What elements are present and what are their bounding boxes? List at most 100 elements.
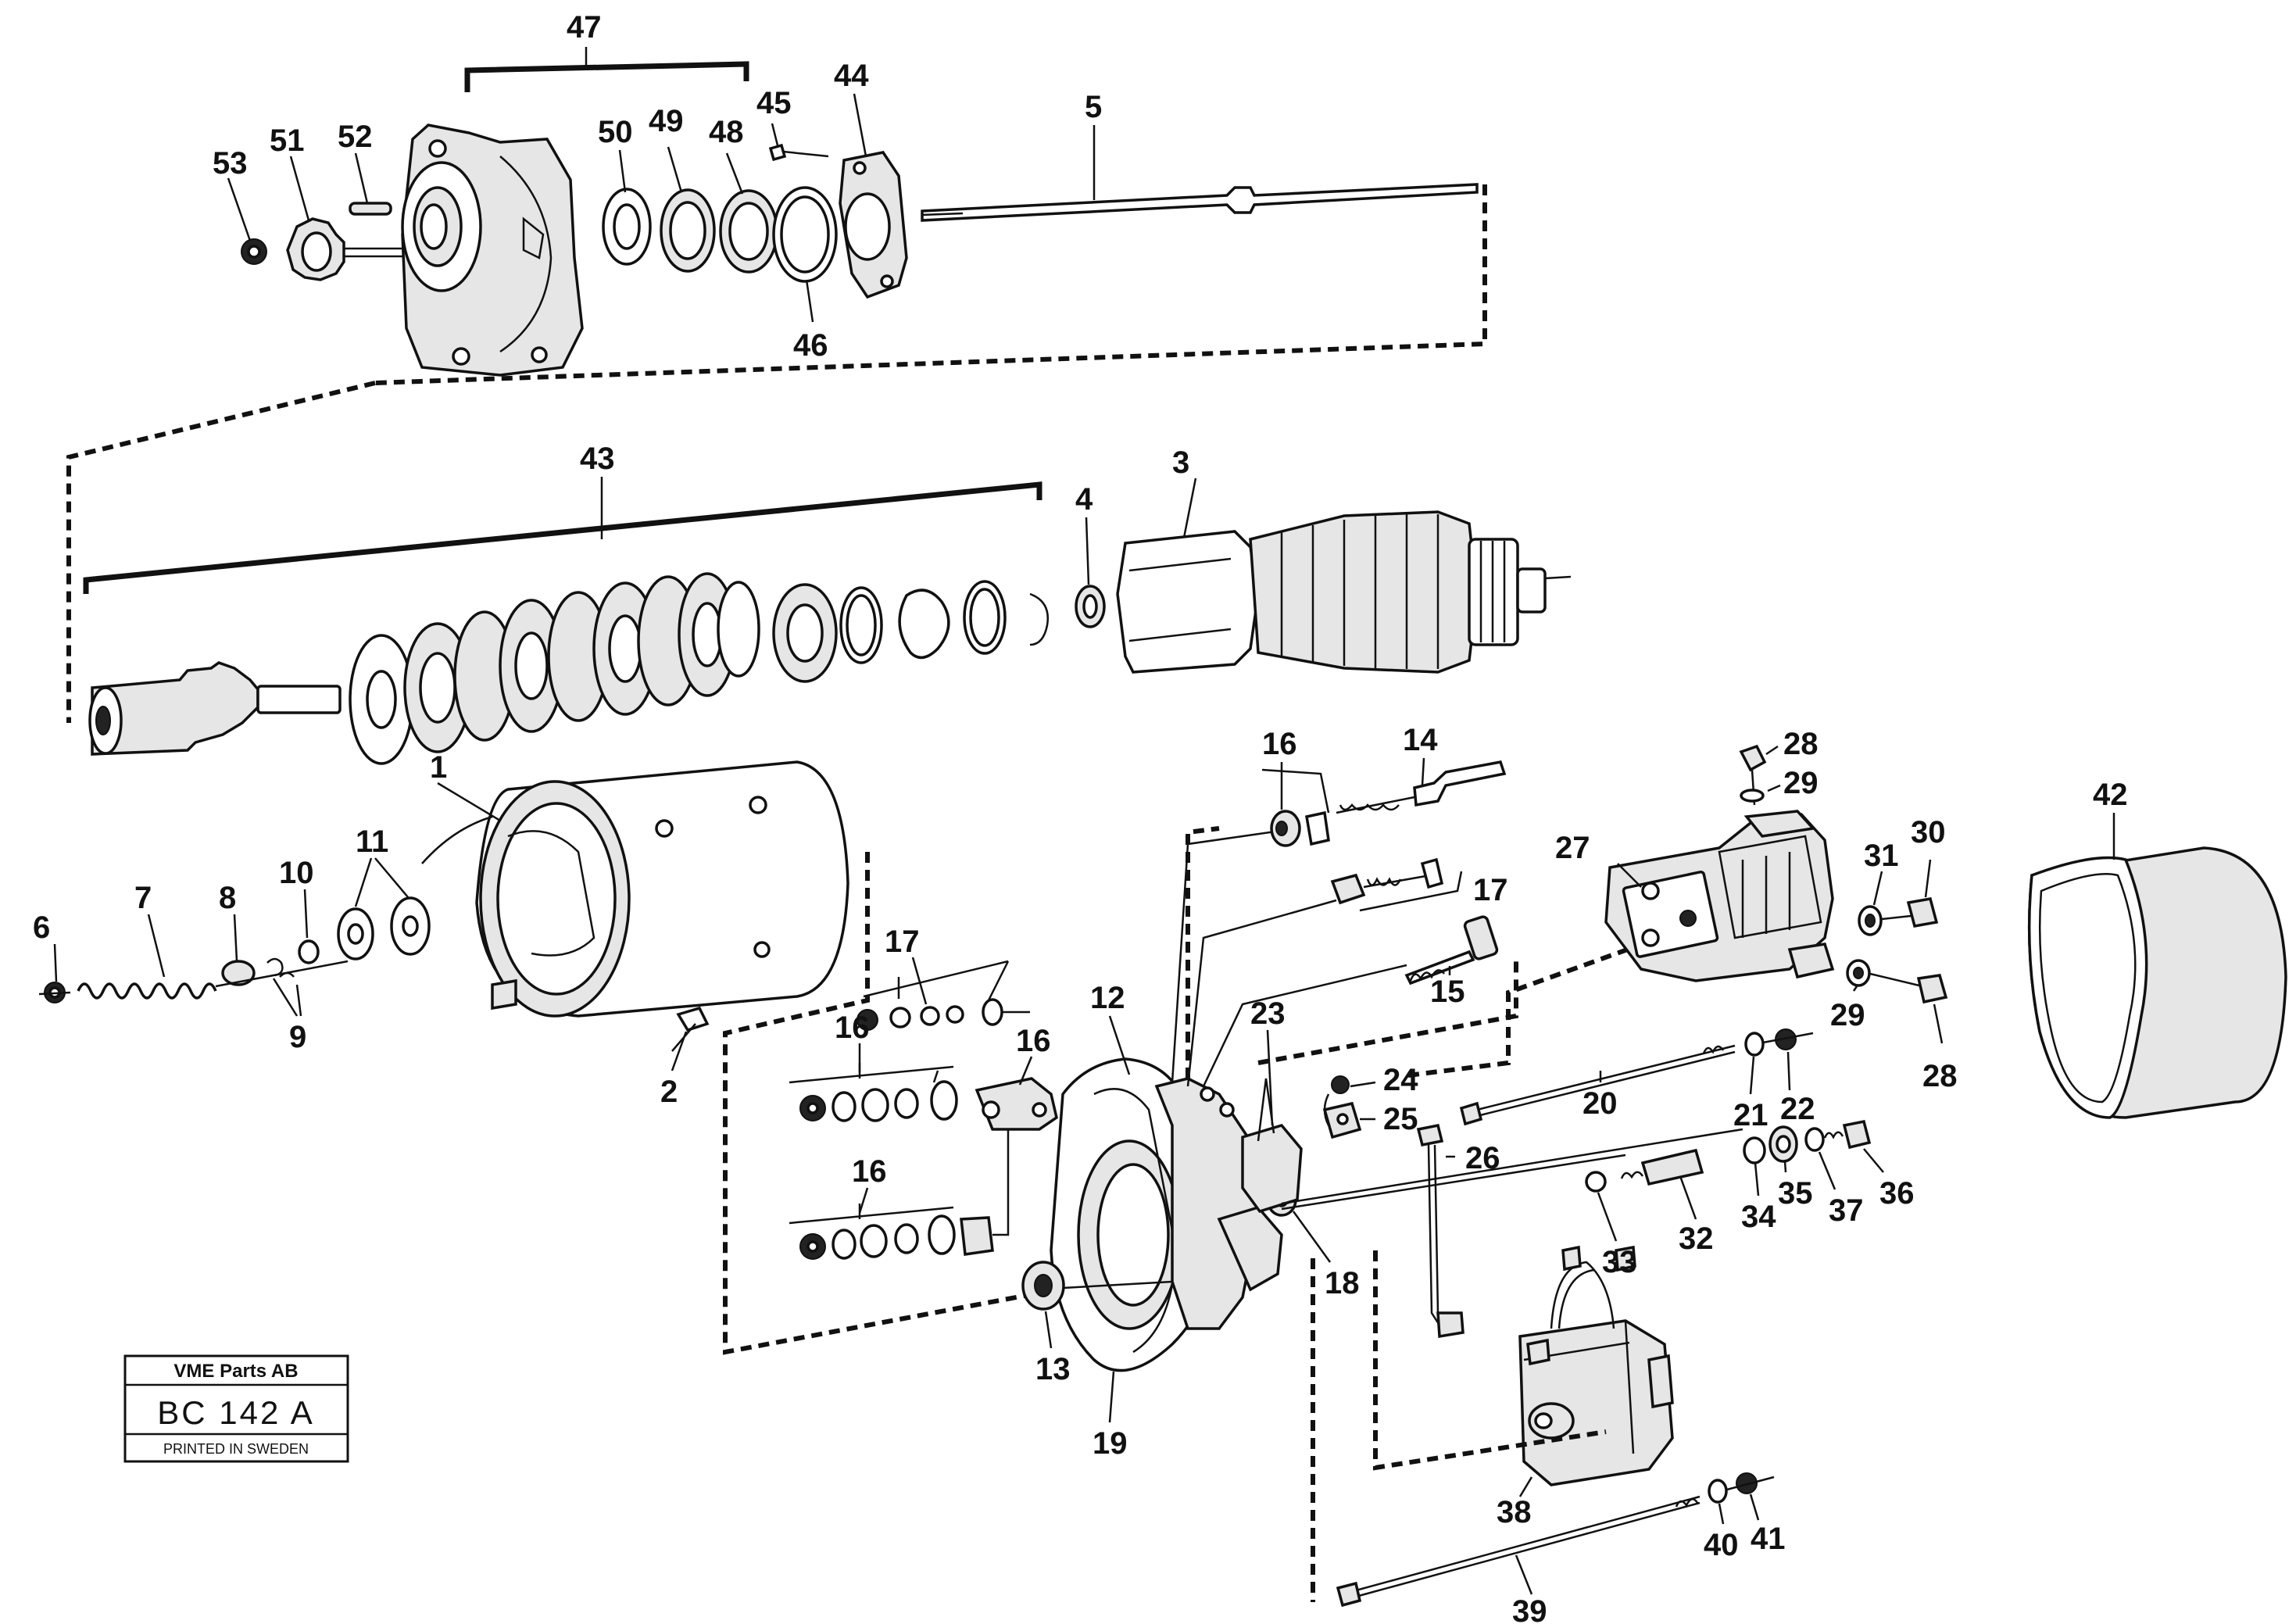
- screw-45: [768, 143, 787, 162]
- callout-27: 27: [1555, 831, 1590, 865]
- callout-25: 25: [1383, 1102, 1418, 1136]
- callout-28-top: 28: [1783, 727, 1819, 761]
- callout-18: 18: [1325, 1266, 1360, 1300]
- rod-39: [1355, 1495, 1701, 1592]
- parts-stamp: VME Parts AB BC 142 A PRINTED IN SWEDEN: [123, 1354, 349, 1463]
- callout-15: 15: [1430, 975, 1465, 1009]
- callout-16-left-a: 16: [835, 1011, 870, 1045]
- terminal-14: [1413, 760, 1507, 807]
- clutch-and-armature-assembly: [66, 381, 1572, 765]
- brush-holder-23: [1241, 1123, 1303, 1214]
- clip-9: [266, 957, 284, 977]
- relay-assembly: [1311, 1245, 1775, 1608]
- callout-40: 40: [1704, 1528, 1739, 1562]
- washer-29-top: [1740, 789, 1765, 803]
- bolt-36: [1842, 1119, 1872, 1150]
- callout-49: 49: [649, 104, 684, 138]
- sleeve-32: [1640, 1148, 1704, 1186]
- washer-10: [298, 939, 320, 964]
- drive-housing-assembly: [227, 47, 1487, 385]
- callout-19: 19: [1093, 1426, 1128, 1461]
- rod-20: [1476, 1044, 1736, 1111]
- nut-41: [1736, 1472, 1758, 1494]
- callout-38: 38: [1497, 1495, 1532, 1529]
- washer-33: [1585, 1171, 1607, 1193]
- callout-22: 22: [1780, 1092, 1815, 1126]
- screw-2: [676, 1006, 710, 1032]
- stamp-code: BC 142 A: [157, 1394, 314, 1431]
- callout-29-low: 29: [1830, 998, 1865, 1032]
- callout-37: 37: [1829, 1193, 1864, 1228]
- callout-44: 44: [834, 59, 869, 93]
- callout-3: 3: [1172, 445, 1189, 480]
- hardware-row-16b: [789, 1125, 1010, 1260]
- washer-37: [1804, 1127, 1825, 1152]
- callout-1: 1: [430, 750, 447, 785]
- callout-7: 7: [134, 881, 152, 915]
- callout-17-right: 17: [1473, 873, 1508, 907]
- bolt-17: [1330, 873, 1366, 905]
- callout-50: 50: [598, 115, 633, 149]
- callout-46: 46: [793, 328, 828, 363]
- yoke-and-brush-parts: [38, 760, 1079, 1355]
- callout-45: 45: [756, 86, 792, 120]
- callout-8: 8: [219, 881, 236, 915]
- callout-5: 5: [1085, 90, 1102, 124]
- callout-16-top: 16: [1262, 727, 1297, 761]
- callout-29-top: 29: [1783, 766, 1819, 800]
- armature-3: [1116, 530, 1260, 674]
- callout-24: 24: [1383, 1063, 1418, 1097]
- callout-16-left-c: 16: [852, 1154, 887, 1189]
- callout-31: 31: [1864, 839, 1899, 873]
- callout-14: 14: [1403, 723, 1438, 757]
- callout-2: 2: [660, 1075, 678, 1109]
- callout-6: 6: [33, 910, 50, 945]
- callout-32: 32: [1679, 1222, 1714, 1256]
- callout-17-left: 17: [885, 925, 920, 959]
- callout-20: 20: [1583, 1086, 1618, 1121]
- bracket-43: [83, 481, 1042, 594]
- callout-13: 13: [1035, 1352, 1071, 1386]
- callout-34: 34: [1741, 1200, 1776, 1234]
- bolt-30: [1906, 896, 1939, 928]
- screw-24: [1331, 1075, 1350, 1094]
- shaft-5: [921, 183, 1479, 222]
- screw-28-top: [1739, 744, 1767, 772]
- callout-9: 9: [289, 1020, 306, 1054]
- armature-core: [1249, 510, 1479, 674]
- washer-40: [1708, 1479, 1728, 1504]
- callout-47: 47: [567, 10, 602, 45]
- spring-7: [77, 982, 217, 1000]
- cover-band-42: [2027, 813, 2287, 1119]
- callout-51: 51: [270, 123, 305, 158]
- bracket-47: [464, 61, 749, 92]
- callout-10: 10: [279, 856, 314, 890]
- washer-21: [1744, 1032, 1765, 1057]
- hardware-row-16a: [789, 1043, 958, 1122]
- clutch-plate-stack: [403, 572, 760, 753]
- stamp-company: VME Parts AB: [173, 1361, 298, 1382]
- cable-26: [1416, 1123, 1444, 1147]
- stamp-printed: PRINTED IN SWEDEN: [163, 1441, 309, 1457]
- callout-23: 23: [1250, 996, 1286, 1031]
- callout-41: 41: [1751, 1522, 1786, 1556]
- bolt-28-low: [1916, 974, 1948, 1004]
- callout-16-left-b: 16: [1016, 1024, 1051, 1058]
- washer-34: [1743, 1136, 1766, 1164]
- callout-21: 21: [1733, 1098, 1768, 1132]
- callout-33: 33: [1602, 1245, 1637, 1279]
- key-52: [349, 202, 392, 216]
- sleeve-8: [221, 960, 256, 986]
- hardware-row-17: [857, 957, 1030, 1031]
- callout-35: 35: [1778, 1176, 1813, 1211]
- callout-28-low: 28: [1922, 1059, 1958, 1093]
- callout-4: 4: [1075, 482, 1093, 517]
- callout-labels: 47 45 44 5 53 51 52 50 49 48 46 43 3 4 1…: [33, 10, 2128, 1624]
- solenoid-assembly: [1281, 744, 1948, 1339]
- callout-39: 39: [1512, 1594, 1547, 1624]
- callout-11: 11: [356, 825, 388, 859]
- callout-36: 36: [1879, 1176, 1915, 1211]
- callout-53: 53: [213, 146, 248, 181]
- callout-26: 26: [1465, 1141, 1500, 1175]
